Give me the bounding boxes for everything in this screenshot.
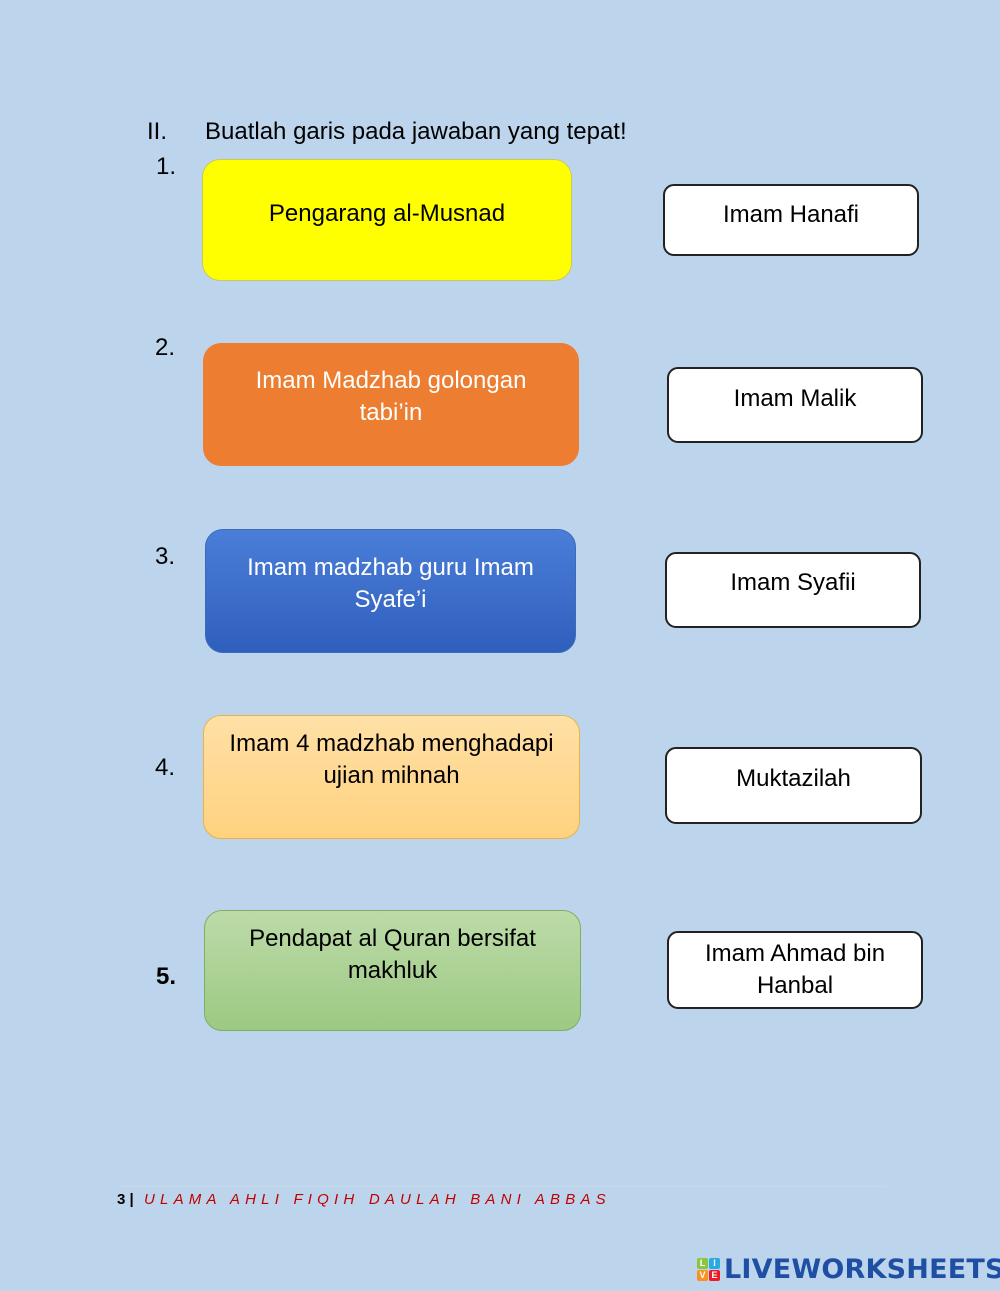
liveworksheets-logo-icon: L I V E [697, 1258, 720, 1281]
liveworksheets-wordmark: LIVEWORKSHEETS [724, 1254, 1000, 1285]
question-number-4: 4. [155, 754, 176, 781]
answer-text-3: Imam Syafii [730, 569, 856, 596]
footer-title: ULAMA AHLI FIQIH DAULAH BANI ABBAS [144, 1191, 611, 1208]
question-number-5: 5. [156, 963, 177, 990]
instruction-text: Buatlah garis pada jawaban yang tepat! [205, 118, 627, 145]
footer-page-number: 3 | [117, 1191, 134, 1208]
answer-box-4[interactable]: Muktazilah [665, 747, 922, 824]
question-box-4[interactable]: Imam 4 madzhab menghadapi ujian mihnah [203, 715, 580, 839]
question-number-2: 2. [155, 334, 176, 361]
question-text-3: Imam madzhab guru Imam Syafe’i [247, 554, 534, 613]
footer-divider [117, 1186, 887, 1187]
answer-text-2: Imam Malik [733, 385, 857, 412]
answer-text-5: Imam Ahmad bin Hanbal [704, 940, 886, 999]
question-box-5[interactable]: Pendapat al Quran bersifat makhluk [204, 910, 581, 1031]
question-box-3[interactable]: Imam madzhab guru Imam Syafe’i [205, 529, 576, 653]
question-number-1: 1. [156, 153, 177, 180]
question-text-2: Imam Madzhab golongan tabi’in [255, 367, 527, 426]
liveworksheets-brand: L I V E LIVEWORKSHEETS [697, 1254, 1000, 1285]
section-number: II. [147, 118, 168, 145]
answer-text-1: Imam Hanafi [722, 201, 860, 228]
question-box-1[interactable]: Pengarang al-Musnad [202, 159, 572, 281]
answer-box-1[interactable]: Imam Hanafi [663, 184, 919, 256]
question-text-5: Pendapat al Quran bersifat makhluk [249, 925, 536, 984]
question-box-2[interactable]: Imam Madzhab golongan tabi’in [203, 343, 579, 466]
question-number-3: 3. [155, 543, 176, 570]
answer-box-2[interactable]: Imam Malik [667, 367, 923, 443]
question-text-4: Imam 4 madzhab menghadapi ujian mihnah [229, 730, 554, 789]
answer-box-5[interactable]: Imam Ahmad bin Hanbal [667, 931, 923, 1009]
answer-text-4: Muktazilah [736, 764, 851, 792]
answer-box-3[interactable]: Imam Syafii [665, 552, 921, 628]
question-text-1: Pengarang al-Musnad [268, 200, 506, 227]
